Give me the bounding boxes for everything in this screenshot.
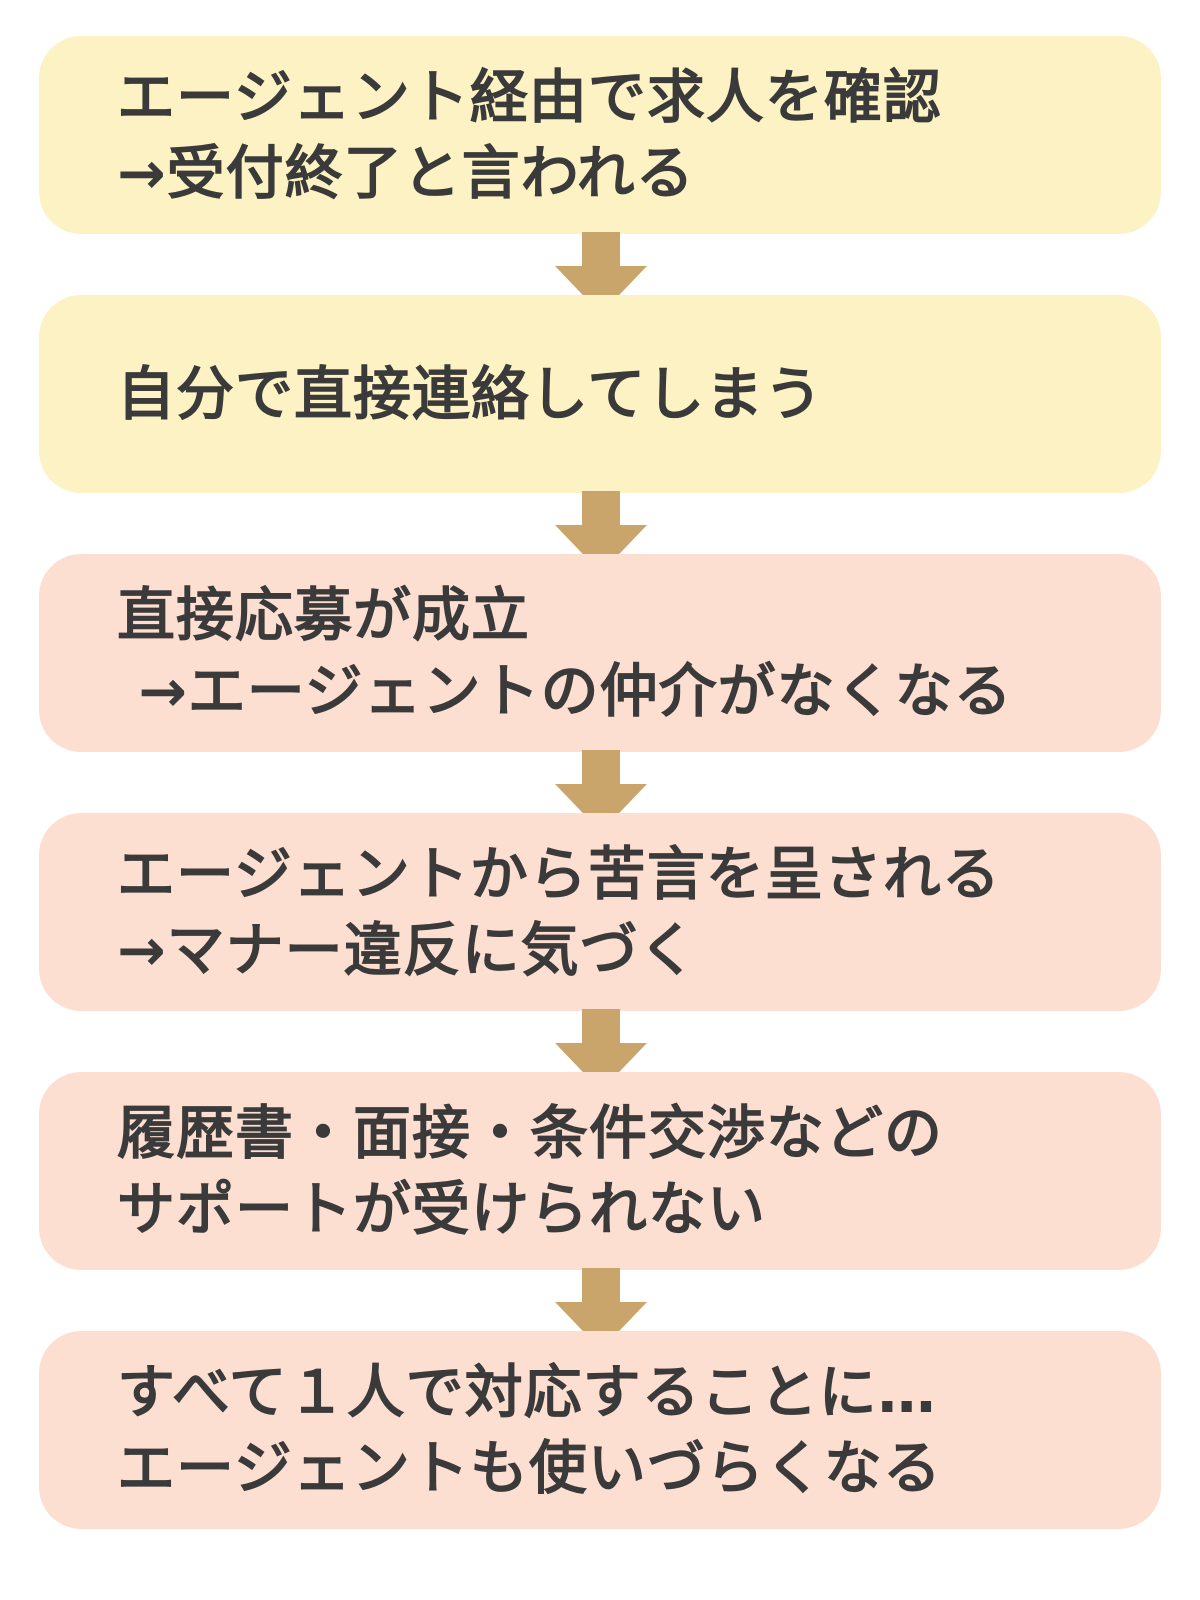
step-5-line-1: 履歴書・面接・条件交渉などの bbox=[117, 1099, 944, 1167]
step-4-line-1: エージェントから苦言を呈される bbox=[117, 840, 1001, 908]
step-6-line-2: エージェントも使いづらくなる bbox=[117, 1434, 942, 1502]
flow-step-1: エージェント経由で求人を確認 →受付終了と言われる bbox=[39, 36, 1161, 234]
flow-step-3: 直接応募が成立 →エージェントの仲介がなくなる bbox=[39, 554, 1161, 752]
flow-step-4: エージェントから苦言を呈される →マナー違反に気づく bbox=[39, 813, 1161, 1011]
down-arrow-icon bbox=[555, 1268, 647, 1350]
step-4-line-2: →マナー違反に気づく bbox=[117, 916, 698, 984]
down-arrow-icon bbox=[555, 750, 647, 832]
step-2-line-1: 自分で直接連絡してしまう bbox=[117, 360, 824, 428]
down-arrow-icon bbox=[555, 1009, 647, 1091]
step-3-line-1: 直接応募が成立 bbox=[117, 581, 531, 649]
down-arrow-icon bbox=[555, 232, 647, 314]
down-arrow-icon bbox=[555, 491, 647, 573]
step-3-line-2: →エージェントの仲介がなくなる bbox=[117, 657, 1013, 725]
flow-step-5: 履歴書・面接・条件交渉などの サポートが受けられない bbox=[39, 1072, 1161, 1270]
step-5-line-2: サポートが受けられない bbox=[117, 1175, 767, 1243]
step-1-line-2: →受付終了と言われる bbox=[117, 139, 695, 207]
flow-step-2: 自分で直接連絡してしまう bbox=[39, 295, 1161, 493]
flow-step-6: すべて１人で対応することに… エージェントも使いづらくなる bbox=[39, 1331, 1161, 1529]
step-1-line-1: エージェント経由で求人を確認 bbox=[117, 63, 942, 131]
step-6-line-1: すべて１人で対応することに… bbox=[117, 1358, 937, 1426]
